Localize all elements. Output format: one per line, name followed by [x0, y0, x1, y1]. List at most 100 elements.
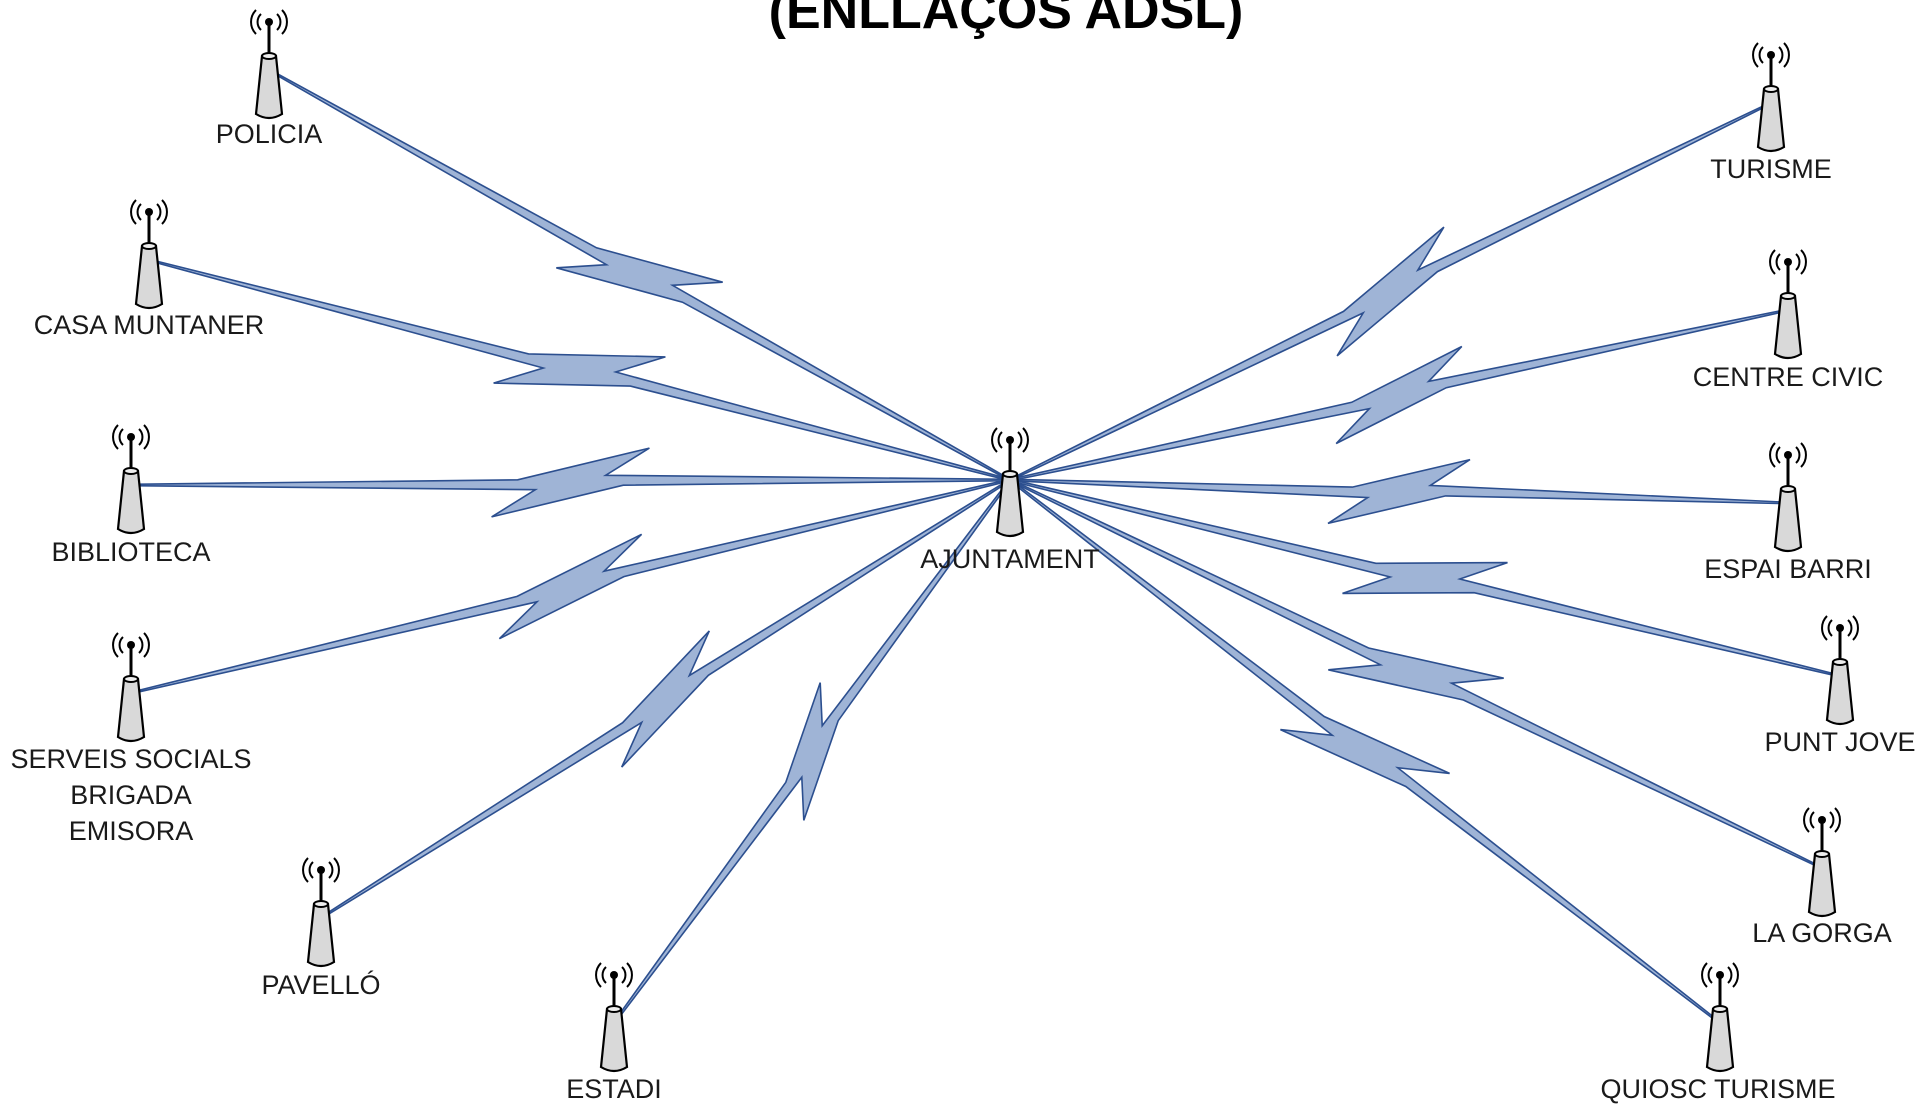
wave-right-inner — [1847, 619, 1853, 637]
wave-right-outer — [1022, 427, 1029, 453]
node-label-turisme: TURISME — [1710, 154, 1832, 184]
wave-right-outer — [143, 424, 150, 450]
node-casa-muntaner: CASA MUNTANER — [34, 199, 265, 340]
wave-left-inner — [1758, 46, 1764, 64]
node-label-hub: AJUNTAMENT — [920, 544, 1100, 574]
wave-left-inner — [601, 966, 607, 984]
wave-left-inner — [118, 636, 124, 654]
antenna-cap — [313, 900, 329, 908]
wave-right-inner — [156, 203, 162, 221]
node-centre-civic: CENTRE CIVIC — [1693, 249, 1884, 392]
wave-left-outer — [1752, 42, 1759, 68]
link-espai-barri — [1009, 458, 1789, 525]
wave-left-outer — [991, 427, 998, 453]
wave-left-inner — [1707, 966, 1713, 984]
antenna-body — [995, 472, 1025, 538]
antenna-cap — [606, 1005, 622, 1013]
antenna-cap — [1832, 658, 1848, 666]
wave-right-inner — [1829, 811, 1835, 829]
wave-left-inner — [1775, 446, 1781, 464]
antenna-cap — [141, 242, 157, 250]
antenna-icon — [1803, 807, 1841, 918]
antenna-icon — [130, 199, 168, 310]
node-estadi: ESTADI — [566, 962, 662, 1104]
link-centre-civic — [1009, 308, 1789, 482]
wave-right-outer — [281, 9, 288, 35]
antenna-icon — [1821, 615, 1859, 726]
wave-right-outer — [1800, 442, 1807, 468]
antenna-body — [1773, 294, 1803, 360]
node-label-punt-jove: PUNT JOVE — [1764, 727, 1915, 757]
antenna-body — [1756, 87, 1786, 153]
wave-left-outer — [112, 632, 119, 658]
wave-left-outer — [1769, 249, 1776, 275]
wave-left-outer — [250, 9, 257, 35]
antenna-body — [1807, 852, 1837, 918]
antenna-icon — [1752, 42, 1790, 153]
node-label-estadi: ESTADI — [566, 1074, 662, 1104]
antenna-cap — [1002, 470, 1018, 478]
wave-left-inner — [997, 431, 1003, 449]
wave-left-inner — [308, 861, 314, 879]
node-biblioteca: BIBLIOTECA — [51, 424, 211, 567]
wave-right-outer — [1834, 807, 1841, 833]
antenna-icon — [1769, 249, 1807, 360]
wave-left-outer — [1803, 807, 1810, 833]
antenna-icon — [112, 632, 150, 743]
node-pavello: PAVELLÓ — [261, 857, 381, 1000]
wave-right-outer — [1732, 962, 1739, 988]
antenna-cap — [1763, 85, 1779, 93]
antenna-icon — [302, 857, 340, 968]
antenna-cap — [1712, 1005, 1728, 1013]
antenna-cap — [1814, 850, 1830, 858]
node-label-quiosc-turisme: QUIOSC TURISME — [1600, 1074, 1835, 1104]
wave-left-inner — [256, 13, 262, 31]
wave-right-inner — [138, 428, 144, 446]
antenna-icon — [250, 9, 288, 120]
node-policia: POLICIA — [216, 9, 322, 149]
antenna-body — [599, 1007, 629, 1073]
wave-left-outer — [302, 857, 309, 883]
antenna-body — [306, 902, 336, 968]
antenna-cap — [1780, 485, 1796, 493]
node-turisme: TURISME — [1710, 42, 1832, 184]
wave-left-outer — [130, 199, 137, 225]
node-label-pavello: PAVELLÓ — [261, 969, 380, 1000]
antenna-body — [1825, 660, 1855, 726]
wave-left-outer — [1701, 962, 1708, 988]
wave-right-inner — [328, 861, 334, 879]
wave-left-inner — [1809, 811, 1815, 829]
wave-left-outer — [1769, 442, 1776, 468]
wave-left-outer — [112, 424, 119, 450]
link-pavello — [319, 478, 1012, 920]
links-layer — [129, 68, 1842, 1025]
node-hub-ajuntament: AJUNTAMENT — [920, 427, 1100, 574]
link-casa-muntaner — [147, 258, 1012, 482]
node-la-gorga: LA GORGA — [1752, 807, 1892, 948]
antenna-body — [1705, 1007, 1735, 1073]
wave-right-outer — [1800, 249, 1807, 275]
wave-right-outer — [143, 632, 150, 658]
antenna-cap — [123, 467, 139, 475]
wave-left-inner — [1775, 253, 1781, 271]
link-policia — [267, 68, 1012, 482]
wave-right-inner — [276, 13, 282, 31]
wave-right-inner — [1727, 966, 1733, 984]
node-label-casa-muntaner: CASA MUNTANER — [34, 310, 265, 340]
antenna-icon — [595, 962, 633, 1073]
wave-left-outer — [595, 962, 602, 988]
link-biblioteca — [130, 447, 1011, 518]
wave-left-inner — [136, 203, 142, 221]
node-extra-label-serveis-socials-1: EMISORA — [69, 816, 194, 846]
antenna-cap — [1780, 292, 1796, 300]
node-punt-jove: PUNT JOVE — [1764, 615, 1916, 757]
wave-left-outer — [1821, 615, 1828, 641]
antenna-icon — [112, 424, 150, 535]
antenna-cap — [123, 675, 139, 683]
wave-left-inner — [1827, 619, 1833, 637]
node-label-centre-civic: CENTRE CIVIC — [1693, 362, 1884, 392]
link-turisme — [1008, 101, 1773, 482]
antenna-body — [134, 244, 164, 310]
